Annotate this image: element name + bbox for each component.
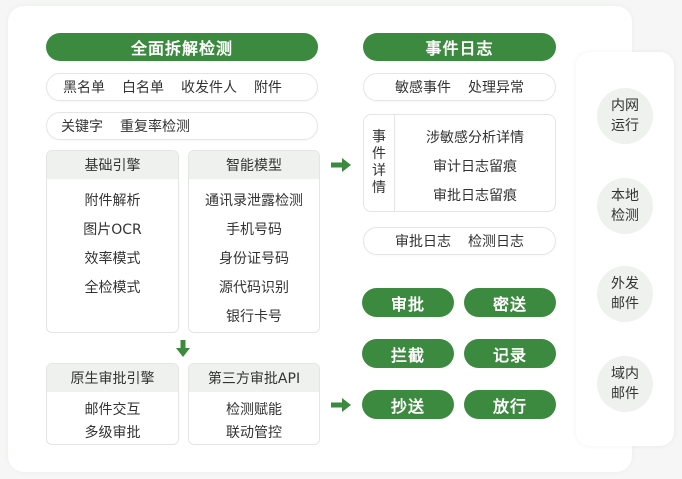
processing-exception[interactable]: 处理异常 xyxy=(468,80,524,96)
detail-item: 涉敏感分析详情 xyxy=(426,130,524,146)
right-arrow-icon xyxy=(331,158,351,172)
event-detail-label: 事件详情 xyxy=(372,129,386,196)
approve-button[interactable]: 审批 xyxy=(362,288,454,317)
bcc-button[interactable]: 密送 xyxy=(464,288,556,317)
native-approval-card: 原生审批引擎 邮件交互 多级审批 xyxy=(46,363,179,445)
filter-row-1: 黑名单 白名单 收发件人 附件 xyxy=(46,73,318,101)
release-button[interactable]: 放行 xyxy=(464,390,556,419)
engine-item: 附件解析 xyxy=(84,193,141,209)
circle-line: 邮件 xyxy=(611,386,639,402)
third-item: 检测赋能 xyxy=(226,402,282,418)
circle-line: 外发 xyxy=(611,276,639,292)
circle-line: 检测 xyxy=(611,208,639,224)
intranet-run-circle: 内网运行 xyxy=(597,88,653,144)
circle-line: 域内 xyxy=(611,366,639,382)
approval-log[interactable]: 审批日志 xyxy=(395,234,451,250)
cc-button[interactable]: 抄送 xyxy=(362,390,454,419)
detection-log[interactable]: 检测日志 xyxy=(468,234,524,250)
local-detect-circle: 本地检测 xyxy=(597,178,653,234)
log-type-row: 审批日志 检测日志 xyxy=(363,227,556,255)
internal-mail-circle: 域内邮件 xyxy=(597,356,653,412)
engine-item: 全检模式 xyxy=(84,280,141,296)
filter-attachment[interactable]: 附件 xyxy=(254,80,282,96)
right-arrow-icon xyxy=(331,398,351,412)
filter-whitelist[interactable]: 白名单 xyxy=(122,80,164,96)
native-approval-title: 原生审批引擎 xyxy=(47,364,178,392)
circle-line: 运行 xyxy=(611,118,639,134)
model-item: 手机号码 xyxy=(226,222,282,238)
block-button[interactable]: 拦截 xyxy=(362,339,454,368)
model-item: 源代码识别 xyxy=(219,280,289,296)
model-item: 银行卡号 xyxy=(226,309,282,325)
basic-engine-title: 基础引擎 xyxy=(47,151,178,179)
circle-line: 本地 xyxy=(611,188,639,204)
filter-keyword[interactable]: 关键字 xyxy=(61,119,103,135)
third-item: 联动管控 xyxy=(226,425,282,441)
smart-model-title: 智能模型 xyxy=(189,151,319,179)
detail-item: 审批日志留痕 xyxy=(433,188,517,204)
full-inspection-title: 全面拆解检测 xyxy=(46,33,318,61)
model-item: 身份证号码 xyxy=(219,251,289,267)
event-detail-card: 事件详情 涉敏感分析详情 审计日志留痕 审批日志留痕 xyxy=(363,114,556,212)
basic-engine-card: 基础引擎 附件解析 图片OCR 效率模式 全检模式 xyxy=(46,150,179,333)
circle-line: 内网 xyxy=(611,98,639,114)
engine-item: 效率模式 xyxy=(84,251,141,267)
event-detail-label-cell: 事件详情 xyxy=(364,115,395,211)
detail-item: 审计日志留痕 xyxy=(433,159,517,175)
smart-model-card: 智能模型 通讯录泄露检测 手机号码 身份证号码 源代码识别 银行卡号 xyxy=(188,150,320,333)
native-item: 多级审批 xyxy=(84,425,141,441)
model-item: 通讯录泄露检测 xyxy=(205,193,303,209)
filter-sender-recipient[interactable]: 收发件人 xyxy=(181,80,237,96)
third-party-api-card: 第三方审批API 检测赋能 联动管控 xyxy=(188,363,320,445)
event-type-row: 敏感事件 处理异常 xyxy=(363,73,556,101)
circle-line: 邮件 xyxy=(611,296,639,312)
outgoing-mail-circle: 外发邮件 xyxy=(597,266,653,322)
filter-row-2: 关键字 重复率检测 xyxy=(46,112,318,140)
sensitive-event[interactable]: 敏感事件 xyxy=(395,80,451,96)
filter-blacklist[interactable]: 黑名单 xyxy=(63,80,105,96)
event-log-title: 事件日志 xyxy=(363,33,556,61)
third-party-api-title: 第三方审批API xyxy=(189,364,319,392)
record-button[interactable]: 记录 xyxy=(464,339,556,368)
filter-duplicate-rate[interactable]: 重复率检测 xyxy=(120,119,190,135)
engine-item: 图片OCR xyxy=(83,222,142,238)
native-item: 邮件交互 xyxy=(84,402,141,418)
down-arrow-icon xyxy=(176,340,190,357)
